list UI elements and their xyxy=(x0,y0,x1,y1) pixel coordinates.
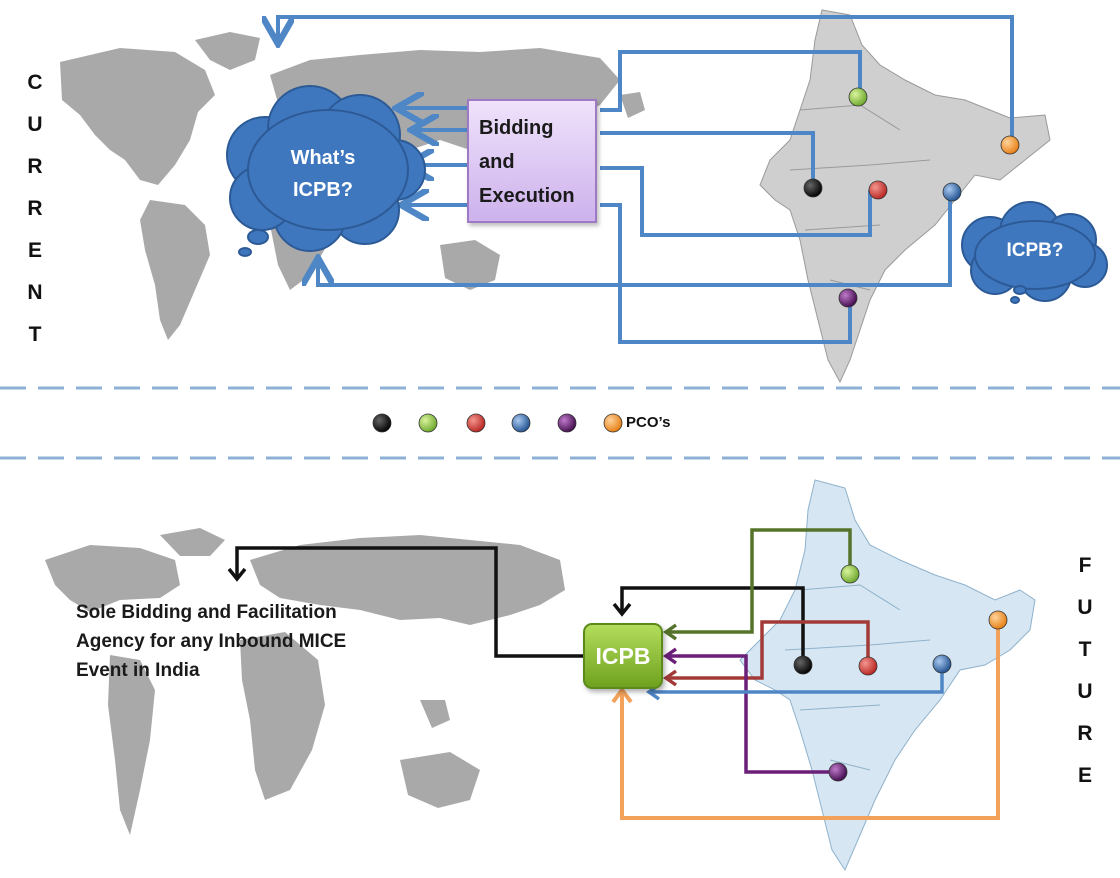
legend-dot-green xyxy=(418,413,438,433)
pco-dot-orange-future xyxy=(988,610,1008,630)
pco-dot-red-future xyxy=(858,656,878,676)
connector-red xyxy=(600,166,872,237)
pco-dot-black-current xyxy=(803,178,823,198)
sole-line: Agency for any Inbound MICE xyxy=(76,631,347,652)
current-letter: T xyxy=(28,323,42,346)
pco-dot-purple-future xyxy=(828,762,848,782)
cloud-large-line: What’s xyxy=(290,147,356,169)
future-letter: T xyxy=(1078,638,1092,661)
cloud-large-text: What’s ICPB? xyxy=(268,142,378,206)
future-label: F U T U R E xyxy=(1050,545,1120,797)
current-letter: R xyxy=(27,155,43,178)
connector-red-future xyxy=(667,620,870,680)
future-letter: E xyxy=(1077,764,1092,787)
arrowhead-red xyxy=(662,669,678,687)
pco-dot-red-current xyxy=(868,180,888,200)
cloud-large xyxy=(226,85,426,257)
pco-dot-blue-future xyxy=(932,654,952,674)
arrowhead-black-icpb xyxy=(612,602,632,617)
legend-dot-red xyxy=(466,413,486,433)
current-letter: E xyxy=(27,239,42,262)
connector-purple-future xyxy=(667,654,838,774)
bidding-line: Execution xyxy=(479,185,575,207)
future-letter: U xyxy=(1077,680,1093,703)
cloud-large-line: ICPB? xyxy=(293,179,353,201)
current-label: C U R R E N T xyxy=(0,62,70,356)
future-connectors xyxy=(227,528,1000,820)
bidding-execution-box: Bidding and Execution xyxy=(467,99,597,223)
legend-dots xyxy=(372,413,623,433)
legend-dot-black xyxy=(372,413,392,433)
current-pco-dots xyxy=(803,87,1020,308)
sole-line: Event in India xyxy=(76,660,200,681)
connector-orange-top xyxy=(278,15,1014,140)
connector-purple xyxy=(600,203,852,344)
current-letter: U xyxy=(27,113,43,136)
current-letter: C xyxy=(27,71,43,94)
bidding-line: Bidding xyxy=(479,117,554,139)
future-letter: F xyxy=(1078,554,1092,577)
current-letter: N xyxy=(27,281,43,304)
arrowhead-purple xyxy=(662,647,678,665)
pco-dot-green-current xyxy=(848,87,868,107)
arrowhead-olive xyxy=(662,623,678,641)
bidding-line: and xyxy=(479,151,515,173)
connector-black-icpb xyxy=(620,586,805,660)
current-connectors xyxy=(278,15,1014,344)
future-pco-dots xyxy=(793,564,1008,782)
connector-black-future xyxy=(235,546,583,658)
connector-orange-future xyxy=(620,622,1000,820)
icpb-box: ICPB xyxy=(583,623,663,689)
sole-bidding-text: Sole Bidding and Facilitation Agency for… xyxy=(76,598,416,685)
connector-black xyxy=(600,131,815,185)
connector-green xyxy=(600,50,862,112)
future-letter: U xyxy=(1077,596,1093,619)
connector-olive xyxy=(667,528,852,634)
pco-dot-black-future xyxy=(793,655,813,675)
future-letter: R xyxy=(1077,722,1093,745)
arrowhead-orange xyxy=(611,686,633,704)
sole-line: Sole Bidding and Facilitation xyxy=(76,602,337,623)
cloud-small-text: ICPB? xyxy=(1006,240,1064,261)
legend-label: PCO’s xyxy=(626,414,671,431)
world-map-future xyxy=(45,528,565,835)
pco-dot-purple-current xyxy=(838,288,858,308)
cloud-small xyxy=(961,201,1108,304)
india-map-future xyxy=(739,479,1036,872)
connector-blue-long xyxy=(318,190,952,287)
legend-dot-purple xyxy=(557,413,577,433)
india-map-current xyxy=(759,9,1051,384)
legend-dot-orange xyxy=(603,413,623,433)
pco-dot-orange-current xyxy=(1000,135,1020,155)
pco-dot-green-future xyxy=(840,564,860,584)
arrowhead-black-future xyxy=(227,567,247,582)
legend-dot-blue xyxy=(511,413,531,433)
current-letter: R xyxy=(27,197,43,220)
connector-blue-future xyxy=(650,667,944,694)
pco-dot-blue-current xyxy=(942,182,962,202)
